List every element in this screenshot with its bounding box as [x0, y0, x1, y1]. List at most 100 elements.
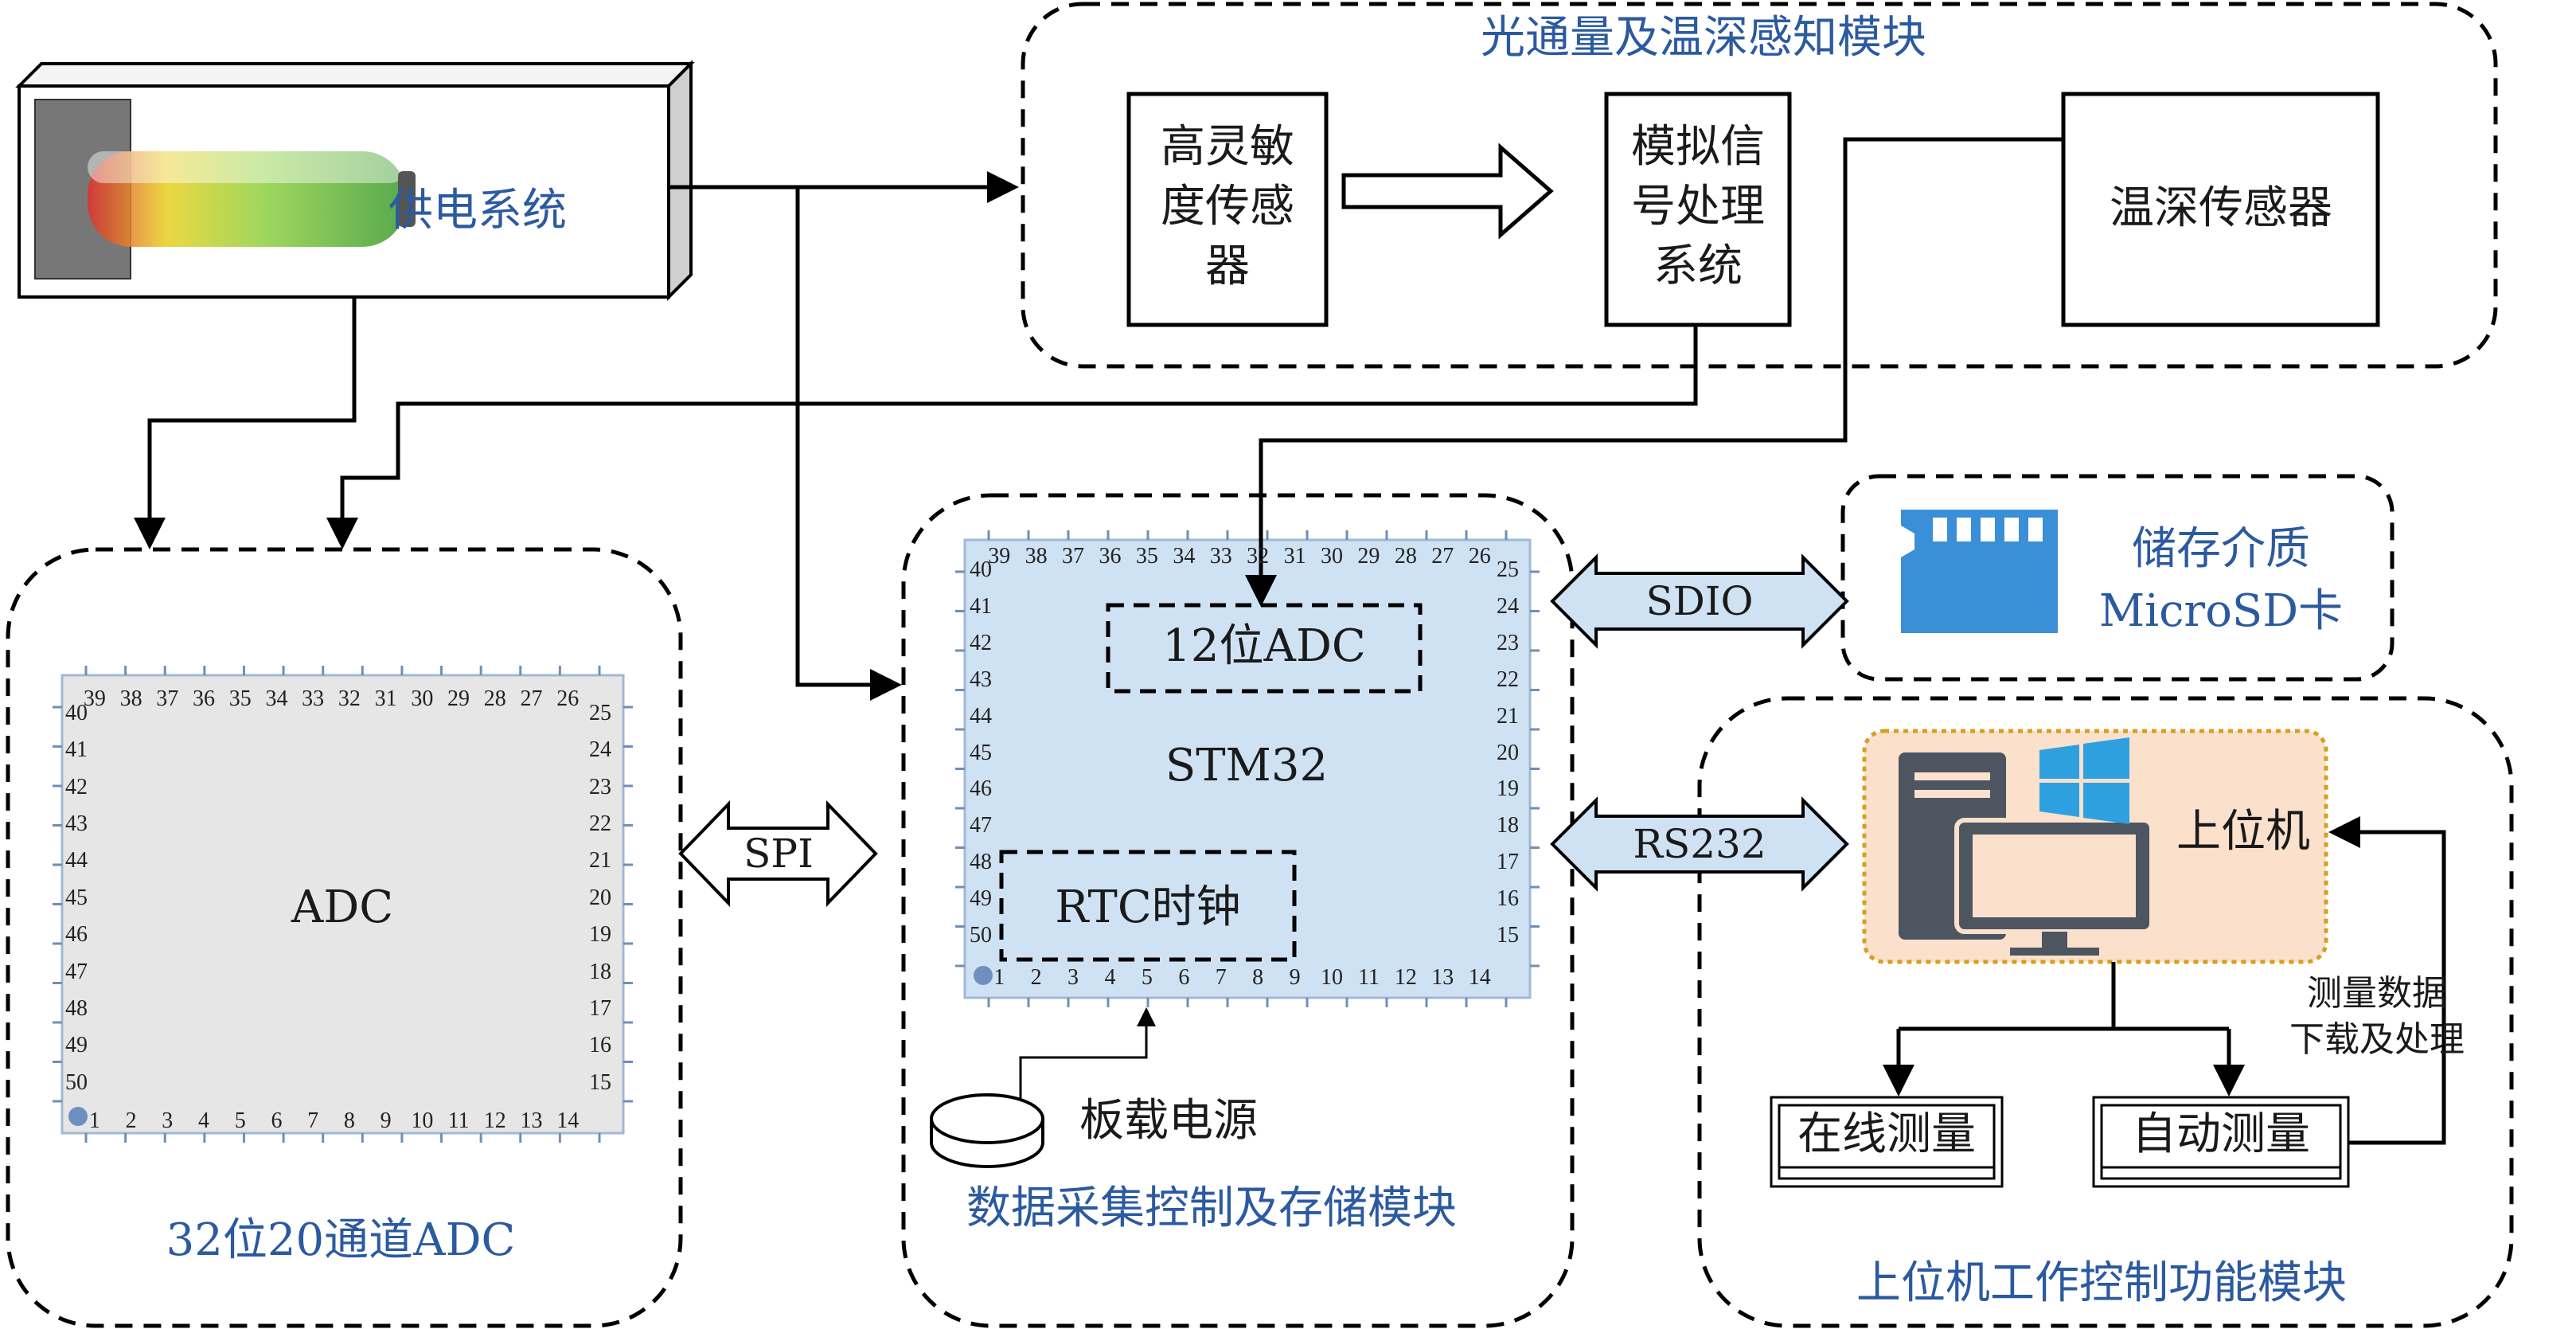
pin-label: 15	[589, 1069, 611, 1095]
pin-label: 35	[228, 686, 252, 711]
pin-label: 48	[970, 850, 992, 875]
pin-label: 5	[234, 1108, 246, 1133]
rs232-label: RS232	[1633, 821, 1766, 867]
spi-arrow	[678, 800, 878, 907]
temp-depth-sensor-label: 温深传感器	[2110, 182, 2332, 234]
high-sens-line2: 度传感	[1161, 181, 1294, 233]
pin-label: 30	[1321, 544, 1343, 569]
pin-label: 23	[1497, 630, 1519, 655]
pin-label: 26	[1468, 544, 1491, 569]
pin-label: 24	[589, 737, 611, 763]
pin-label: 39	[988, 544, 1011, 569]
rs232-arrow	[1550, 796, 1849, 892]
pin-label: 42	[65, 774, 88, 799]
pin-label: 45	[970, 740, 992, 765]
battery-icon	[88, 151, 416, 247]
pin-label: 20	[589, 885, 611, 910]
pin-label: 1	[88, 1108, 100, 1133]
pin-label: 50	[970, 923, 992, 948]
pin-label: 36	[1099, 544, 1122, 569]
pin-label: 2	[125, 1108, 137, 1133]
pin-label: 33	[302, 686, 325, 711]
host-note-line1: 测量数据	[2307, 973, 2447, 1014]
pin-label: 20	[1497, 740, 1519, 765]
pin-label: 9	[380, 1108, 392, 1133]
pin-label: 18	[1497, 813, 1519, 838]
pin-label: 22	[1497, 666, 1519, 692]
rtc-label: RTC时钟	[1055, 881, 1241, 933]
analog-processing-box	[1604, 92, 1792, 327]
pin-label: 31	[374, 686, 397, 711]
pin-label: 9	[1289, 965, 1301, 990]
pin-label: 39	[83, 686, 106, 711]
pin-label: 13	[1431, 965, 1454, 990]
pin-label: 17	[589, 995, 611, 1021]
pin-label: 38	[1025, 544, 1048, 569]
pin-label: 32	[338, 686, 361, 711]
pin-label: 26	[556, 686, 580, 711]
adc12-label: 12位ADC	[1162, 620, 1366, 672]
host-module-border	[1697, 696, 2514, 1328]
pin-label: 24	[1497, 593, 1519, 619]
auto-box	[2092, 1096, 2350, 1188]
rtc-box	[999, 850, 1297, 962]
pin-label: 1	[993, 965, 1005, 990]
pin-label: 38	[119, 686, 142, 711]
board-power-line	[1019, 1007, 1156, 1100]
pin-label: 12	[1394, 965, 1417, 990]
pin-label: 7	[1215, 965, 1227, 990]
pin-label: 12	[483, 1108, 506, 1133]
pin-label: 47	[65, 959, 88, 984]
pin-label: 49	[65, 1033, 88, 1058]
pin-label: 14	[1468, 965, 1491, 990]
online-box	[1770, 1096, 2004, 1188]
pin-label: 31	[1283, 544, 1306, 569]
pin-label: 27	[1431, 544, 1454, 569]
pin-label: 11	[1357, 965, 1380, 990]
analog-line2: 号处理	[1631, 181, 1765, 233]
computer-icon	[1899, 752, 2154, 956]
pin-label: 21	[1497, 703, 1519, 729]
high-sens-line1: 高灵敏	[1161, 121, 1294, 173]
pin-label: 10	[411, 1108, 434, 1133]
pin-label: 49	[970, 886, 992, 912]
pin-label: 37	[156, 686, 179, 711]
pin-label: 17	[1497, 850, 1519, 875]
pin-label: 33	[1209, 544, 1232, 569]
analog-line3: 系统	[1653, 240, 1743, 292]
pin-label: 41	[970, 593, 992, 619]
pin-label: 25	[589, 701, 611, 725]
pin-label: 41	[65, 737, 88, 763]
pin-label: 46	[65, 922, 88, 948]
pin-label: 14	[556, 1108, 580, 1133]
pin-label: 4	[1104, 965, 1116, 990]
pin-label: 3	[162, 1108, 174, 1133]
pin-label: 44	[970, 703, 992, 729]
adc-module-title: 32位20通道ADC	[166, 1214, 516, 1266]
pin-label: 47	[970, 813, 992, 838]
storage-line2: MicroSD卡	[2098, 585, 2344, 637]
spi-label: SPI	[744, 831, 814, 877]
pin-label: 28	[1394, 544, 1417, 569]
pin-label: 50	[65, 1069, 88, 1095]
pin-label: 5	[1141, 965, 1153, 990]
pin-label: 34	[265, 686, 288, 711]
pin-label: 21	[589, 848, 611, 874]
online-label: 在线测量	[1797, 1108, 1976, 1160]
pin-label: 18	[589, 959, 611, 984]
pin-label: 45	[65, 885, 88, 910]
adc-module-border	[6, 547, 683, 1328]
pin-label: 28	[483, 686, 506, 711]
auto-label: 自动测量	[2132, 1108, 2310, 1160]
analog-line1: 模拟信	[1631, 121, 1765, 173]
signal-flow-arrow	[1341, 143, 1554, 240]
pin-label: 19	[1497, 776, 1519, 802]
pin-label: 7	[307, 1108, 319, 1133]
pin-label: 43	[65, 811, 88, 837]
pin-label: 3	[1067, 965, 1079, 990]
high-sens-line3: 器	[1205, 240, 1250, 292]
pin-label: 23	[589, 774, 611, 799]
